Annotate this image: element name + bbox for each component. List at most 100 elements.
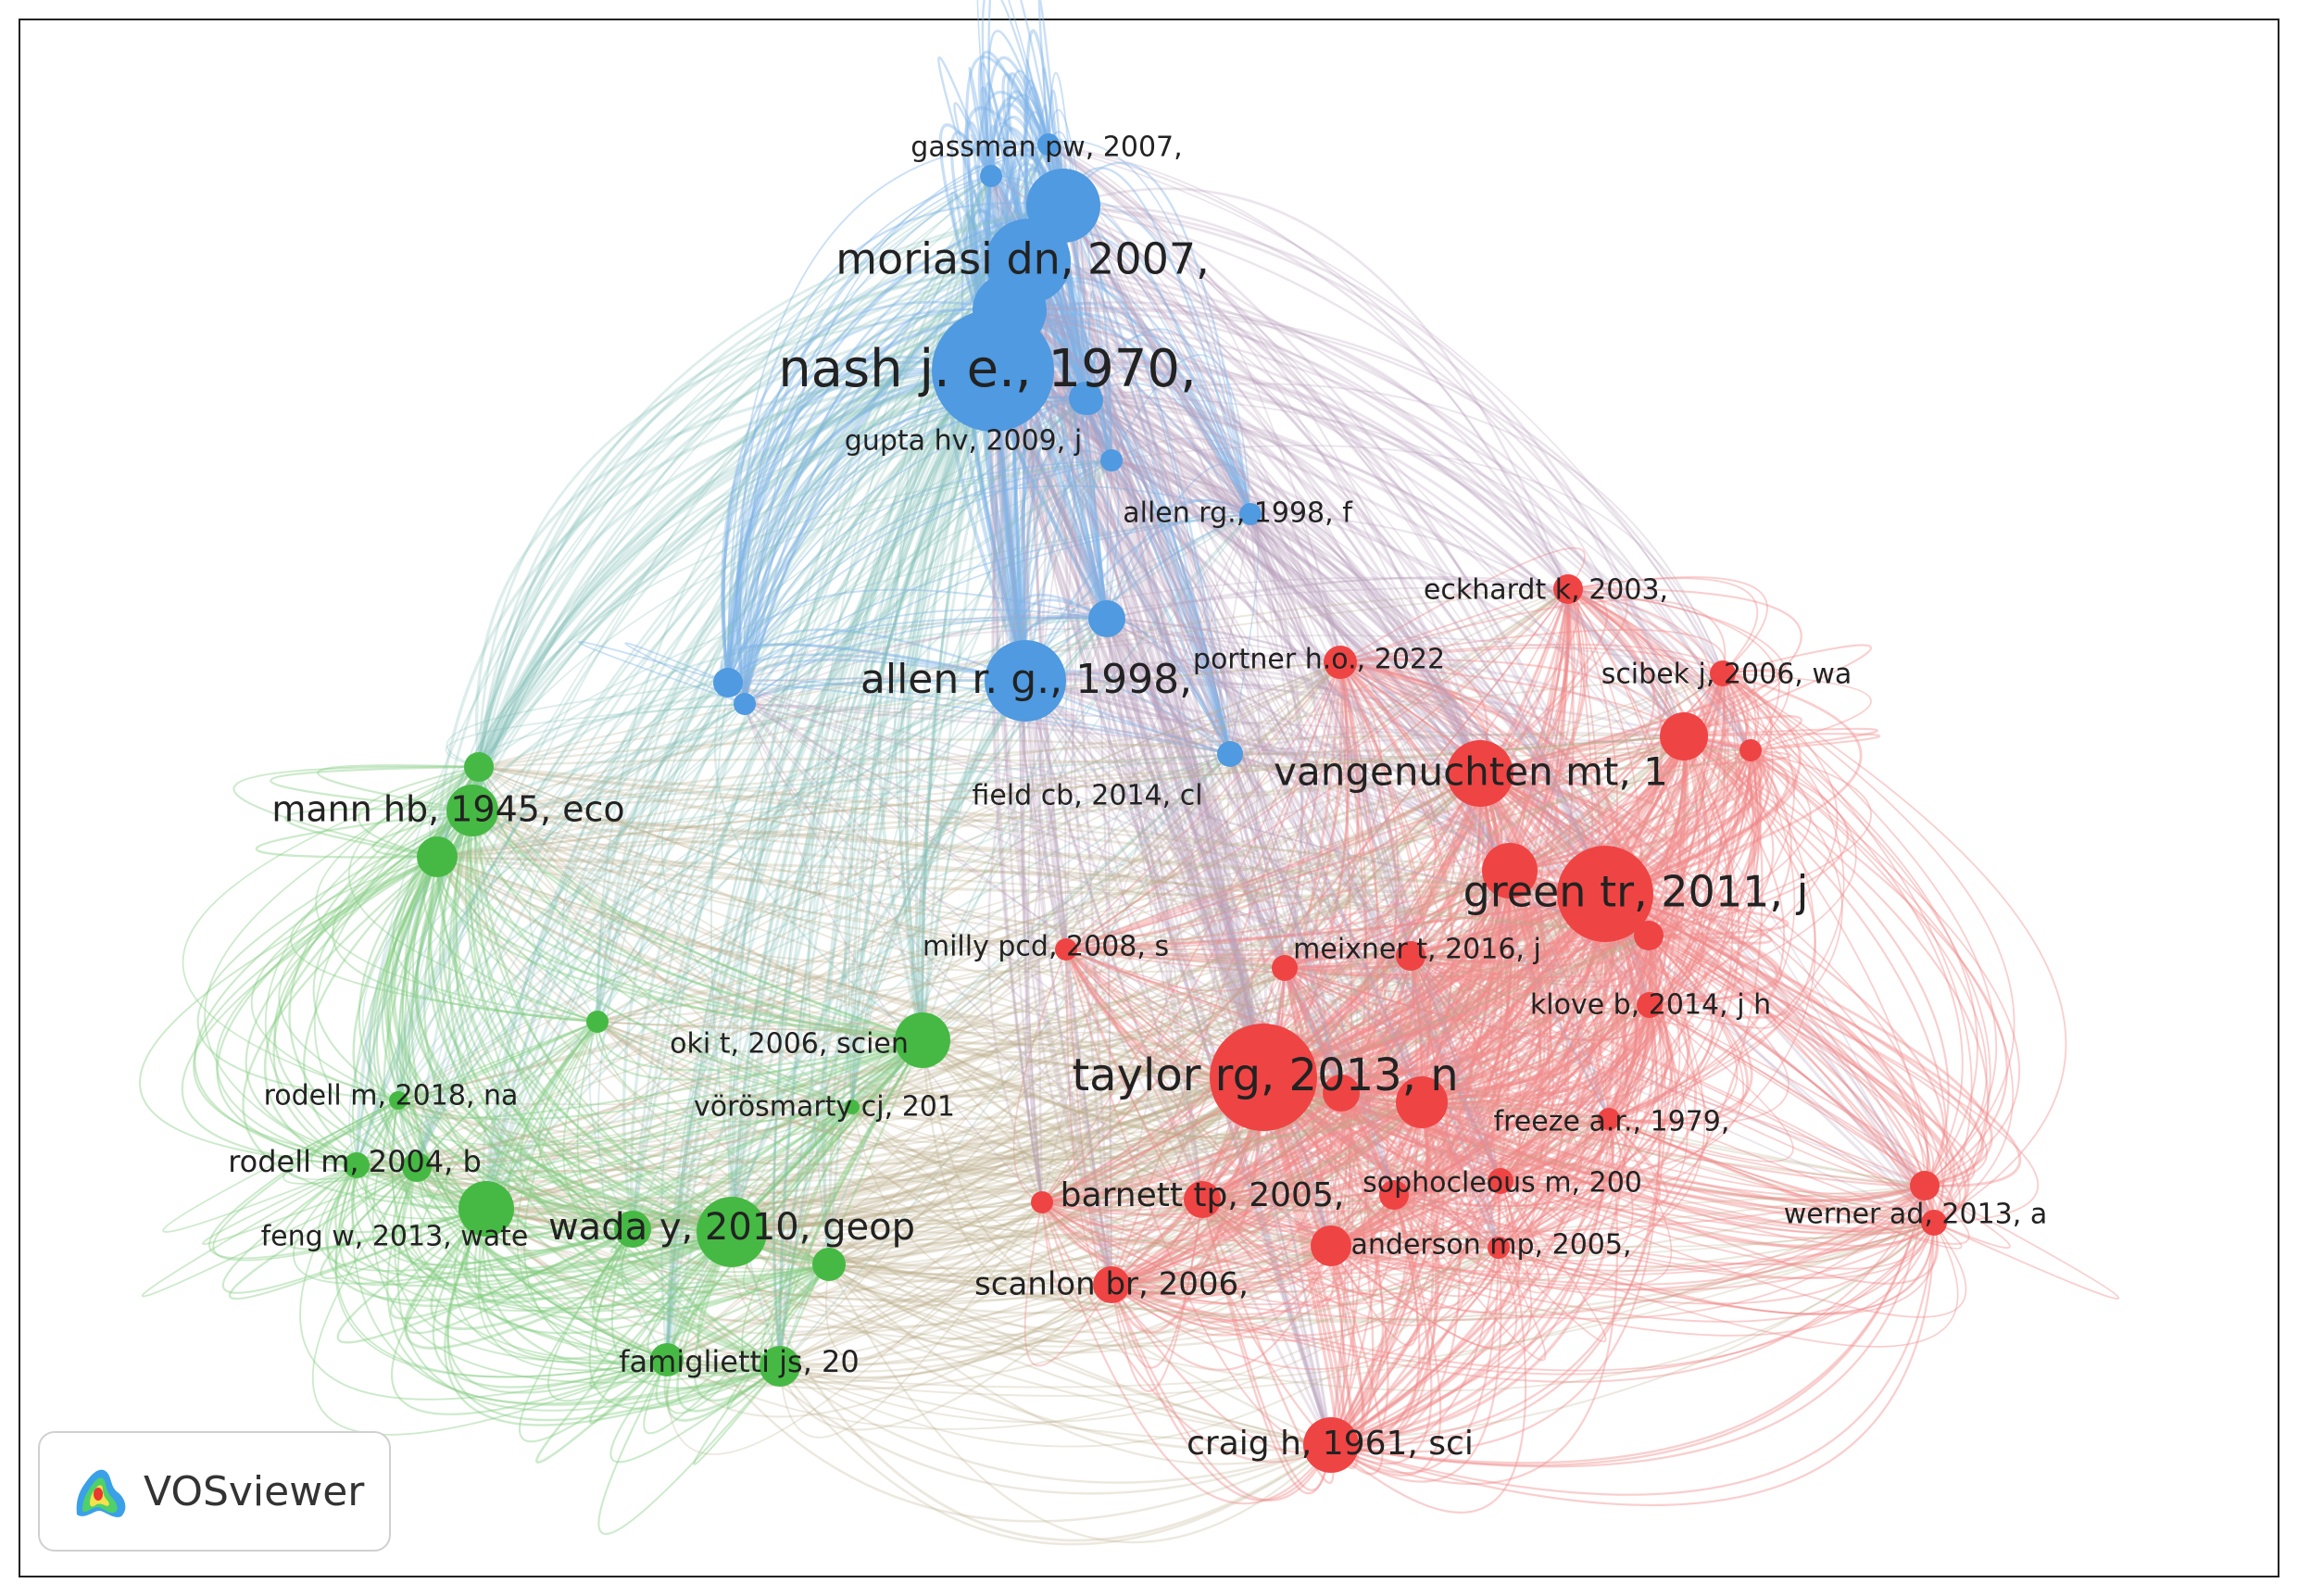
unlabeled-node[interactable]	[1272, 955, 1298, 981]
unlabeled-node[interactable]	[1100, 449, 1123, 471]
node-label-scanlon: scanlon br, 2006,	[974, 1266, 1249, 1303]
unlabeled-node[interactable]	[417, 836, 458, 877]
unlabeled-node[interactable]	[1396, 1076, 1448, 1128]
citation-link	[1604, 892, 1749, 1125]
citation-link	[1410, 955, 1484, 1104]
citation-link	[828, 1263, 1112, 1348]
node-nash[interactable]	[932, 309, 1054, 432]
citation-link	[851, 588, 1569, 1108]
unlabeled-node[interactable]	[402, 1152, 432, 1182]
citation-link	[1087, 399, 1501, 1182]
citation-link	[1249, 513, 1304, 1078]
citation-link	[1498, 735, 1734, 1249]
citation-link	[290, 856, 598, 1023]
citation-link	[731, 892, 1606, 1234]
citation-link	[1065, 749, 1752, 950]
citation-link	[436, 587, 1569, 858]
citation-link	[365, 1100, 733, 1271]
citation-link	[1110, 1284, 1333, 1502]
citation-link	[1330, 1101, 1435, 1448]
unlabeled-node[interactable]	[614, 1211, 651, 1248]
node-green[interactable]	[1557, 846, 1653, 942]
node-vangenuchten[interactable]	[1447, 740, 1513, 807]
citation-link	[1111, 459, 1500, 1249]
citation-link	[356, 1164, 781, 1368]
node-gassman[interactable]	[1037, 133, 1060, 156]
citation-link	[1061, 205, 1265, 1078]
unlabeled-node[interactable]	[1482, 843, 1538, 899]
citation-link	[730, 309, 1011, 1233]
citation-link	[1201, 1199, 1500, 1311]
citation-link	[1201, 1118, 1610, 1244]
node-allenrg[interactable]	[1239, 503, 1262, 525]
citation-link	[632, 459, 1112, 1230]
citation-link	[1009, 308, 1482, 774]
node-freeze[interactable]	[1598, 1108, 1620, 1130]
node-gupta[interactable]	[1069, 382, 1102, 415]
node-milly[interactable]	[1055, 938, 1077, 961]
unlabeled-node[interactable]	[464, 752, 494, 782]
node-taylor[interactable]	[1210, 1024, 1317, 1131]
node-sophocleous[interactable]	[1488, 1168, 1513, 1194]
citation-link	[1024, 653, 1685, 738]
unlabeled-node[interactable]	[980, 165, 1002, 187]
citation-link	[1500, 735, 1732, 1182]
citation-link	[744, 609, 1108, 705]
citation-link	[351, 1164, 830, 1312]
node-anderson[interactable]	[1311, 1225, 1351, 1266]
node-werner[interactable]	[1910, 1171, 1940, 1200]
node-rodell2018[interactable]	[389, 1091, 408, 1110]
citation-link	[1567, 587, 1727, 896]
node-klove[interactable]	[1637, 992, 1663, 1018]
unlabeled-node[interactable]	[1739, 739, 1762, 761]
unlabeled-node[interactable]	[713, 668, 743, 697]
node-scibek[interactable]	[1710, 660, 1736, 686]
unlabeled-node[interactable]	[1488, 1237, 1510, 1259]
citation-link	[588, 1231, 734, 1425]
citation-link	[742, 659, 1026, 705]
unlabeled-node[interactable]	[1379, 1180, 1409, 1210]
citation-link	[731, 1075, 1265, 1261]
unlabeled-node[interactable]	[650, 1343, 684, 1376]
citation-link	[478, 766, 1342, 1094]
node-allenrg2[interactable]	[985, 640, 1066, 722]
unlabeled-node[interactable]	[812, 1248, 846, 1281]
citation-link	[416, 1118, 1610, 1229]
unlabeled-node[interactable]	[586, 1011, 609, 1033]
citation-link	[921, 1039, 1112, 1301]
node-eckhardt[interactable]	[1553, 574, 1583, 604]
node-famiglietti[interactable]	[760, 1346, 800, 1387]
citation-link	[1262, 588, 1570, 1079]
unlabeled-node[interactable]	[1088, 600, 1125, 637]
node-portner[interactable]	[1324, 646, 1357, 679]
citation-link	[731, 1117, 1610, 1281]
unlabeled-node[interactable]	[1921, 1210, 1947, 1236]
citation-link	[1330, 1118, 1611, 1447]
unlabeled-node[interactable]	[1660, 712, 1708, 760]
unlabeled-node[interactable]	[1323, 1074, 1360, 1112]
citation-link	[1111, 870, 1512, 1287]
node-meixner[interactable]	[1396, 941, 1425, 971]
node-fengw[interactable]	[458, 1181, 514, 1237]
citation-link	[1262, 1075, 1935, 1225]
unlabeled-node[interactable]	[1031, 1191, 1053, 1213]
unlabeled-node[interactable]	[734, 693, 756, 715]
node-fieldcb[interactable]	[1217, 741, 1243, 767]
citation-link	[356, 144, 1049, 1166]
node-moriasi[interactable]	[986, 219, 1071, 304]
node-barnett[interactable]	[1184, 1181, 1221, 1218]
node-mann[interactable]	[446, 785, 498, 836]
node-craig[interactable]	[1303, 1417, 1359, 1473]
node-scanlon[interactable]	[1093, 1266, 1130, 1303]
citation-link	[851, 870, 1511, 1109]
citation-link	[1262, 773, 1482, 1079]
node-wada[interactable]	[697, 1197, 767, 1267]
citation-link	[727, 459, 1112, 684]
citation-link	[1683, 735, 1950, 1187]
unlabeled-node[interactable]	[1634, 921, 1664, 950]
node-vorosmarty[interactable]	[845, 1100, 860, 1114]
node-oki[interactable]	[895, 1012, 950, 1068]
citation-link	[1509, 870, 1641, 1120]
node-rodell2004[interactable]	[344, 1152, 370, 1178]
